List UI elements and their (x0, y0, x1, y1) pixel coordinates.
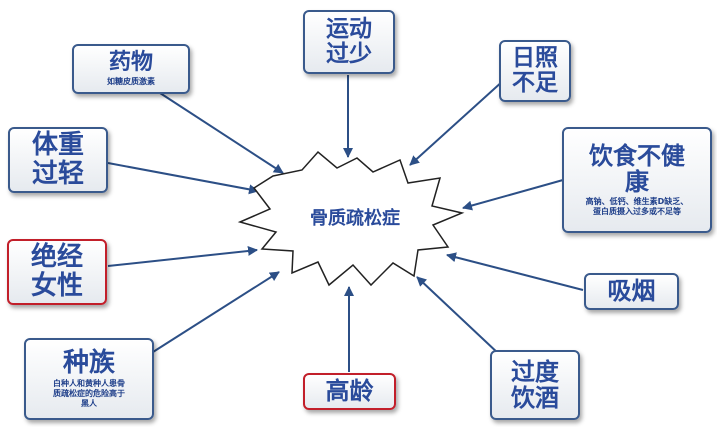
factor-age-title: 高龄 (325, 377, 374, 406)
factor-smoking: 吸烟 (584, 273, 679, 310)
factor-race-note: 白种人和黄种人患骨 质疏松症的危险高于 黑人 (53, 379, 125, 409)
arrow-weight (107, 162, 259, 195)
arrow-race (152, 271, 280, 353)
factor-alcohol: 过度 饮酒 (490, 350, 580, 420)
factor-alcohol-title: 过度 饮酒 (511, 357, 559, 412)
factor-smoking-title: 吸烟 (607, 277, 656, 306)
factor-drugs-note: 如糖皮质激素 (107, 76, 155, 86)
arrow-smoking (446, 252, 584, 291)
factor-weight: 体重 过轻 (8, 127, 108, 193)
factor-exercise: 运动 过少 (303, 10, 395, 74)
factor-drugs: 药物 如糖皮质激素 (72, 44, 190, 94)
factor-diet: 饮食不健 康 高钠、低钙、维生素D缺乏、 蛋白质摄入过多或不足等 (562, 127, 712, 233)
factor-sunlight: 日照 不足 (499, 40, 571, 102)
factor-drugs-title: 药物 (108, 50, 153, 76)
arrow-diet (462, 179, 564, 211)
factor-menopause-title: 绝经 女性 (30, 242, 83, 301)
factor-age: 高龄 (303, 373, 396, 410)
arrow-sunlight (409, 79, 505, 166)
factor-diet-note: 高钠、低钙、维生素D缺乏、 蛋白质摄入过多或不足等 (585, 197, 689, 217)
center-label: 骨质疏松症 (310, 208, 400, 229)
factor-menopause: 绝经 女性 (7, 239, 107, 305)
factor-sunlight-title: 日照 不足 (512, 44, 558, 96)
factor-diet-title: 饮食不健 康 (589, 141, 685, 196)
factor-race: 种族 白种人和黄种人患骨 质疏松症的危险高于 黑人 (24, 338, 154, 420)
arrows (107, 75, 584, 372)
arrow-drugs (159, 92, 284, 174)
factor-exercise-title: 运动 过少 (326, 15, 372, 67)
factor-race-title: 种族 (62, 347, 115, 378)
arrow-alcohol (416, 276, 501, 356)
center-starburst (237, 150, 465, 287)
arrow-menopause (107, 245, 258, 267)
factor-weight-title: 体重 过轻 (31, 130, 84, 189)
